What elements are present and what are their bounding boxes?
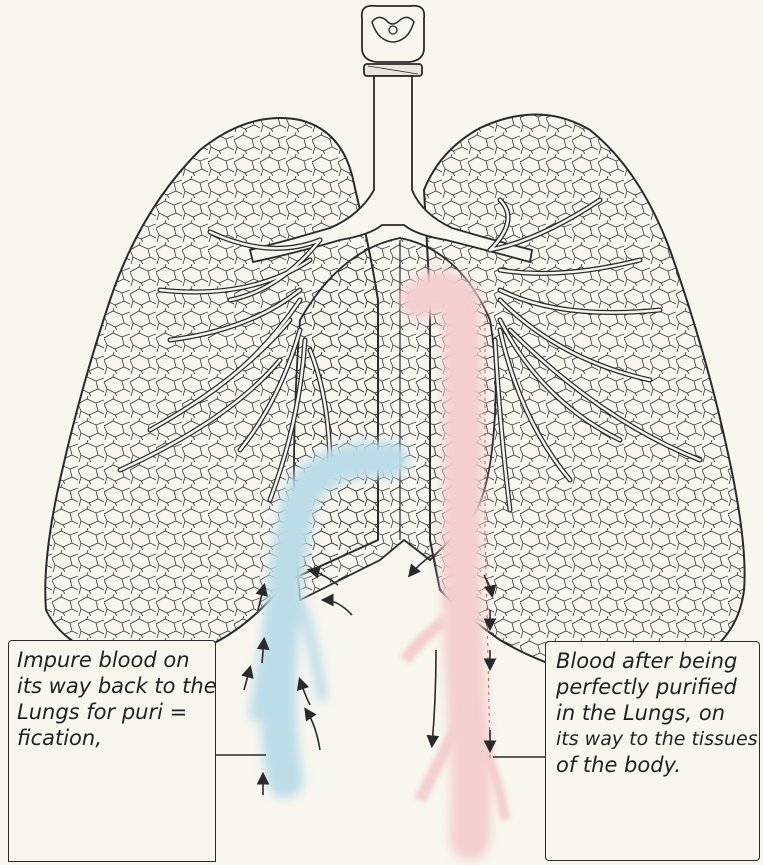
impure-label-line-4: fication, [17,725,207,751]
pure-blood-label: Blood after being perfectly purified in … [545,641,760,861]
larynx [362,6,424,76]
pure-label-line-1: Blood after being [556,648,751,674]
pure-label-line-5: of the body. [556,752,751,778]
impure-blood-label: Impure blood on its way back to the Lung… [8,640,216,862]
impure-label-line-3: Lungs for puri = [17,699,207,725]
pure-label-line-4: its way to the tissues [556,726,751,752]
pure-label-line-2: perfectly purified [556,674,751,700]
impure-label-line-1: Impure blood on [17,647,207,673]
pure-label-line-3: in the Lungs, on [556,700,751,726]
impure-label-line-2: its way back to the [17,673,207,699]
